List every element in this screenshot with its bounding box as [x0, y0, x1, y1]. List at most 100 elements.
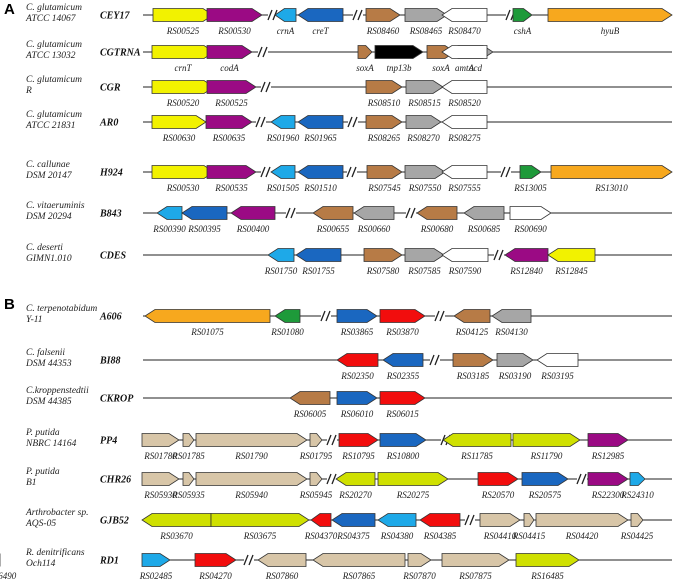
- gene-label: RS06015: [385, 409, 419, 419]
- break-mark: [357, 9, 363, 21]
- break-mark: [352, 9, 358, 21]
- break-mark: [405, 207, 411, 219]
- organism-name: Och114: [26, 559, 56, 569]
- gene-arrow: [441, 8, 488, 22]
- break-gap: [258, 49, 268, 55]
- gene-label: RS03865: [340, 327, 374, 337]
- gene-arrow: [515, 553, 580, 567]
- organism-name: C.kroppenstedtii: [26, 386, 89, 396]
- break-mark: [347, 116, 353, 128]
- gene-arrow: [141, 433, 180, 447]
- gene-arrow: [405, 115, 442, 129]
- gene-arrow: [587, 433, 629, 447]
- break-mark: [429, 354, 435, 366]
- gene-label: RS13005: [513, 183, 547, 193]
- gene-arrow: [441, 248, 489, 262]
- break-gap: [286, 210, 296, 216]
- gene-label: RS05935: [171, 490, 205, 500]
- gene-label: RS04375: [336, 531, 370, 541]
- break-mark: [257, 46, 263, 58]
- gene-label: RS01075: [190, 327, 224, 337]
- gene-arrow: [297, 115, 344, 129]
- gene-label: RS08510: [367, 98, 401, 108]
- gene-label: RS08460: [366, 26, 400, 36]
- organism-name: C. terpenotabidum: [26, 304, 97, 314]
- gene-label: RS01510: [303, 183, 337, 193]
- gene-label: RS02355: [386, 371, 420, 381]
- gene-label: RS08270: [406, 133, 440, 143]
- gene-label: RS01965: [303, 133, 337, 143]
- gene-label: RS01785: [171, 451, 205, 461]
- strain-label: CKROP: [100, 394, 134, 405]
- strain-label: AR0: [99, 118, 118, 129]
- panel-letter: B: [4, 296, 15, 313]
- break-gap: [435, 313, 445, 319]
- break-mark: [493, 249, 499, 261]
- break-mark: [260, 81, 266, 93]
- gene-arrow: [441, 553, 510, 567]
- break-gap: [430, 357, 440, 363]
- gene-label: soxA: [432, 63, 450, 73]
- strain-label: BI88: [99, 356, 121, 367]
- organism-name: ATCC 13032: [25, 51, 76, 61]
- gene-arrow: [331, 513, 376, 527]
- gene-arrow: [194, 553, 237, 567]
- gene-arrow: [257, 553, 307, 567]
- gene-label: RS04370: [304, 531, 338, 541]
- strain-label: B843: [99, 209, 122, 220]
- gene-arrow: [629, 472, 646, 486]
- gene-arrow: [379, 309, 426, 323]
- gene-arrow: [152, 8, 214, 22]
- gene-arrow: [151, 45, 215, 59]
- gene-label: RS05930: [143, 490, 177, 500]
- gene-label: RS00535: [214, 183, 248, 193]
- gene-label: RS07870: [402, 571, 436, 581]
- gene-label: RS00660: [357, 224, 391, 234]
- organism-name: C. glutamicum: [26, 110, 82, 120]
- gene-arrow: [366, 165, 403, 179]
- gene-label: RS00530: [217, 26, 251, 36]
- gene-label: crnT: [174, 63, 192, 73]
- gene-label: RS07590: [448, 266, 482, 276]
- break-mark: [351, 166, 357, 178]
- break-gap: [353, 12, 363, 18]
- break-mark: [498, 249, 504, 261]
- gene-label: creT: [312, 26, 329, 36]
- gene-arrow: [297, 8, 344, 22]
- gene-label: RS07585: [407, 266, 441, 276]
- gene-arrow: [365, 80, 403, 94]
- gene-arrow: [496, 353, 534, 367]
- gene-arrow: [441, 115, 488, 129]
- gene-arrow: [297, 165, 344, 179]
- gene-label: RS07865: [342, 571, 376, 581]
- strain-label: GJB52: [100, 516, 129, 527]
- gene-arrow: [404, 248, 445, 262]
- gene-label: RS02485: [139, 571, 173, 581]
- gene-label: RS04380: [380, 531, 414, 541]
- gene-label: RS10795: [341, 451, 375, 461]
- gene-arrow: [382, 353, 424, 367]
- break-gap: [268, 12, 278, 18]
- break-mark: [262, 46, 268, 58]
- gene-label: RS07545: [367, 183, 401, 193]
- gene-label: RS07555: [447, 183, 481, 193]
- gene-arrow: [441, 80, 488, 94]
- gene-arrow: [452, 353, 494, 367]
- organism-name: B1: [26, 478, 37, 488]
- break-gap: [261, 84, 271, 90]
- break-gap: [501, 169, 511, 175]
- panel-letter: A: [4, 1, 15, 18]
- gene-arrow: [509, 206, 552, 220]
- gene-label: RS01505: [266, 183, 300, 193]
- organism-name: C. falsenii: [26, 347, 65, 358]
- strain-label: CDES: [100, 251, 127, 262]
- gene-arrow: [195, 433, 308, 447]
- gene-arrow: [206, 80, 257, 94]
- gene-label: RS24310: [620, 490, 654, 500]
- break-gap: [327, 437, 337, 443]
